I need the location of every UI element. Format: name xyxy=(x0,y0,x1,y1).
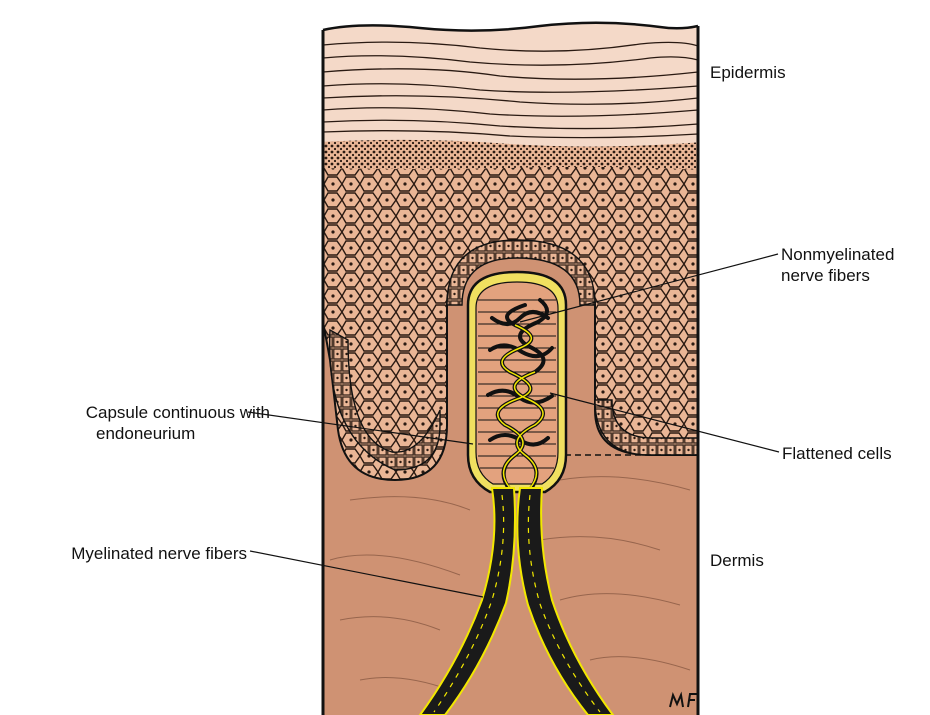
label-capsule: Capsule continuous with endoneurium xyxy=(0,402,270,444)
label-flattened-cells-text: Flattened cells xyxy=(782,444,892,463)
artist-signature xyxy=(668,690,698,710)
label-dermis: Dermis xyxy=(710,550,764,571)
label-dermis-text: Dermis xyxy=(710,551,764,570)
label-myelinated-text: Myelinated nerve fibers xyxy=(71,544,247,563)
label-epidermis: Epidermis xyxy=(710,62,786,83)
label-capsule-line2: endoneurium xyxy=(0,423,270,444)
label-epidermis-text: Epidermis xyxy=(710,63,786,82)
label-nonmyelinated-line1: Nonmyelinated xyxy=(781,244,894,265)
label-nonmyelinated-line2: nerve fibers xyxy=(781,265,894,286)
label-capsule-line1: Capsule continuous with xyxy=(0,402,270,423)
skin-section xyxy=(318,20,703,715)
label-nonmyelinated-fibers: Nonmyelinated nerve fibers xyxy=(781,244,894,286)
label-flattened-cells: Flattened cells xyxy=(782,443,892,464)
label-myelinated-fibers: Myelinated nerve fibers xyxy=(0,543,247,564)
